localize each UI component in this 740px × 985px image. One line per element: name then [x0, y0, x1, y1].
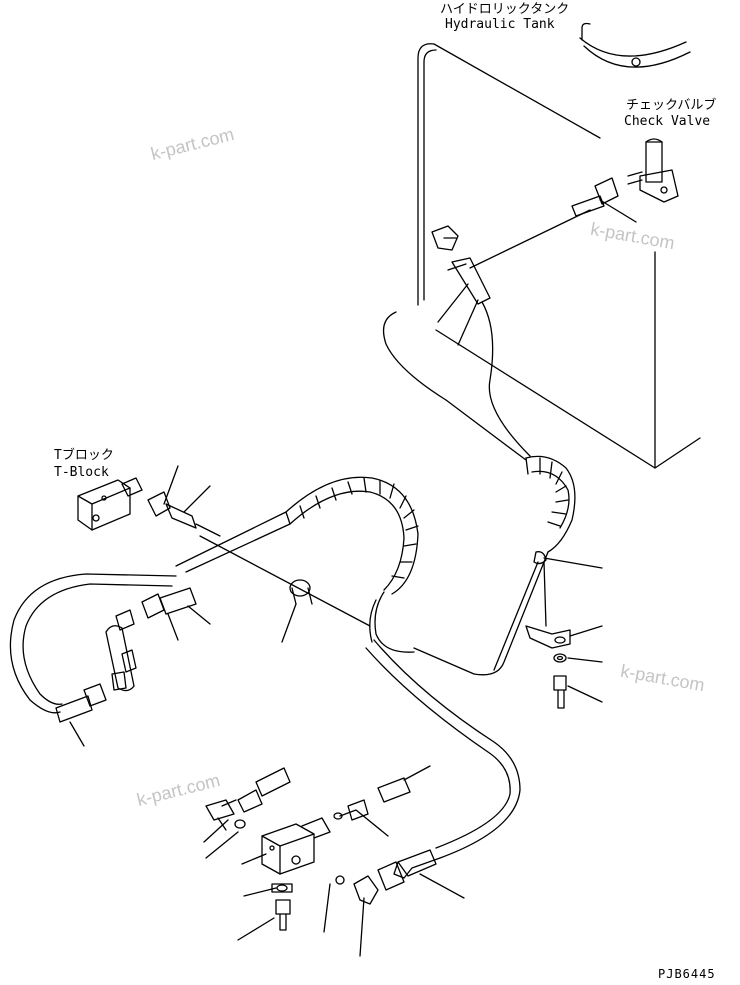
middle-hose-coil: [175, 476, 419, 653]
drawing-code: PJB6445: [658, 967, 716, 981]
hydraulic-tank-label-en: Hydraulic Tank: [445, 17, 555, 32]
valve-block: [203, 765, 431, 957]
upper-hose: [382, 209, 591, 676]
hydraulic-tank-outline: [417, 22, 701, 469]
check-valve-label-jp: チェックバルブ: [626, 98, 717, 113]
hose-clamp-right: [525, 551, 603, 709]
t-block: [77, 465, 221, 537]
check-valve: [571, 138, 679, 223]
left-loop-hose: [9, 573, 211, 747]
t-block-label-en: T-Block: [54, 465, 109, 480]
tank-elbow-fitting: [431, 225, 491, 346]
hydraulic-tank-label-jp: ハイドロリックタンク: [440, 2, 570, 17]
t-block-label-jp: Tブロック: [54, 448, 114, 463]
check-valve-label-en: Check Valve: [624, 114, 711, 129]
spring-guard: [199, 535, 371, 643]
lower-hose: [365, 639, 521, 899]
